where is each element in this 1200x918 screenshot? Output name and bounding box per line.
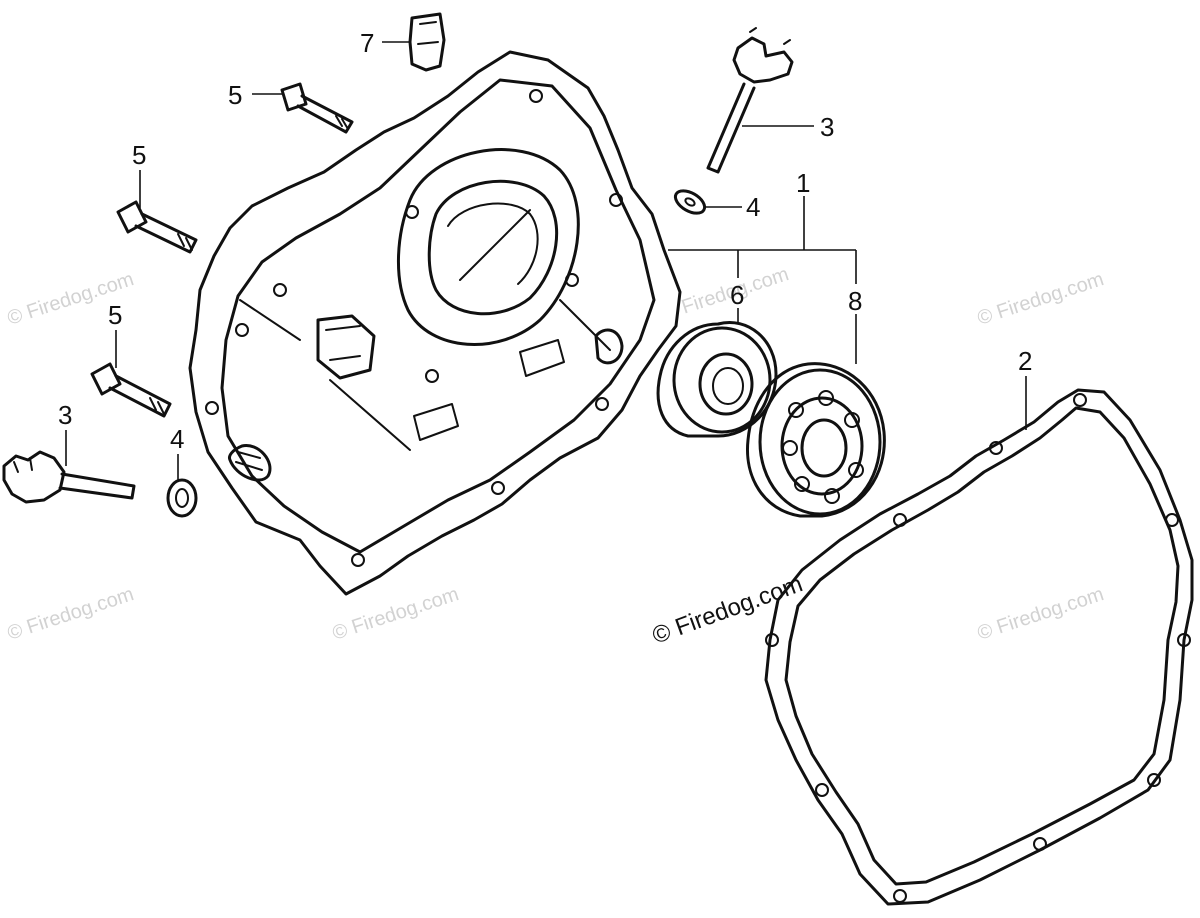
callout-5-middle: 5 [132,140,146,170]
callout-4-lower: 4 [170,424,184,454]
part-clip-bracket [408,12,446,72]
watermark-text: © Firedog.com [975,268,1107,330]
part-crankcase-cover [188,50,682,596]
callout-6: 6 [730,280,744,310]
callout-3-upper: 3 [820,112,834,142]
leader-lines [65,41,1027,482]
callout-5-lower: 5 [108,300,122,330]
part-bolt-upper [280,82,354,134]
callout-1: 1 [796,168,810,198]
part-washer-upper [673,189,707,215]
part-bearing-6 [656,321,778,438]
part-dipstick-upper [706,27,794,174]
part-washer-lower [166,478,198,518]
callout-8: 8 [848,286,862,316]
callout-2: 2 [1018,346,1032,376]
watermark-text: © Firedog.com [5,583,137,645]
callout-3-lower: 3 [58,400,72,430]
callout-4-upper: 4 [746,192,760,222]
part-ball-bearing-8 [745,362,886,518]
callouts: 7 5 5 5 3 4 3 4 1 6 8 2 [58,28,1032,454]
watermark-text: © Firedog.com [975,583,1107,645]
part-dipstick-lower [2,450,136,504]
part-bolt-middle [116,200,198,254]
part-gasket [764,388,1194,906]
part-bolt-lower [90,362,172,418]
callout-5-upper: 5 [228,80,242,110]
callout-7: 7 [360,28,374,58]
copyright-text: © Firedog.com [649,570,806,649]
